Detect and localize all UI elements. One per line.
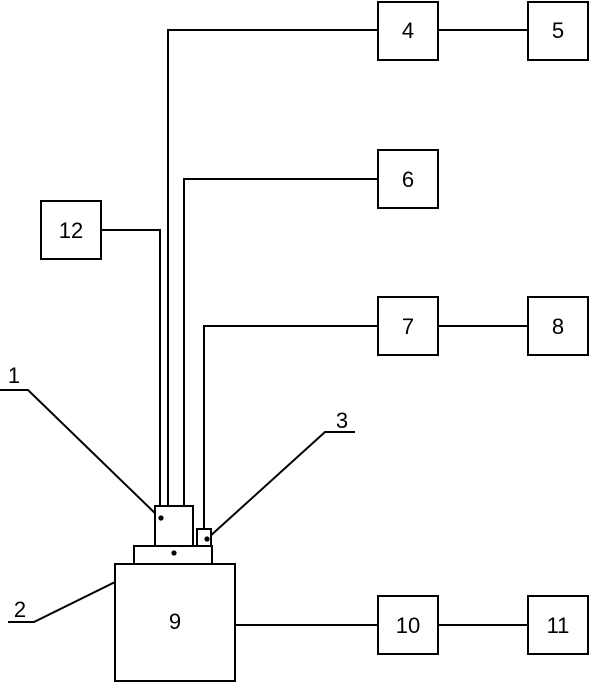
leader-3 (207, 431, 355, 539)
callout-2-label: 2 (14, 597, 26, 622)
component-1-sensor (154, 505, 194, 547)
block-12-label: 12 (59, 218, 83, 243)
wire-1-to-6 (183, 178, 378, 505)
block-10-label: 10 (396, 613, 420, 638)
wire-1-to-4 (167, 29, 378, 505)
block-7-label: 7 (402, 314, 414, 339)
wire-3-to-7 (203, 325, 378, 528)
block-6 (377, 149, 439, 209)
block-6-label: 6 (402, 167, 414, 192)
callout-3-label: 3 (336, 408, 348, 433)
block-9 (114, 563, 236, 682)
block-4 (377, 1, 439, 61)
block-9-label: 9 (169, 609, 181, 634)
wire-12-to-1 (101, 229, 161, 505)
marker-dot-3 (204, 536, 210, 542)
block-10 (377, 595, 439, 655)
block-7 (377, 296, 439, 356)
block-4-label: 4 (402, 18, 414, 43)
block-8 (527, 296, 589, 356)
marker-dot-2 (171, 550, 177, 556)
block-8-label: 8 (552, 314, 564, 339)
marker-dot-1 (158, 515, 164, 521)
block-12 (40, 200, 102, 260)
block-5-label: 5 (552, 18, 564, 43)
callout-1-label: 1 (8, 363, 20, 388)
block-11 (527, 595, 589, 655)
block-11-label: 11 (547, 613, 570, 638)
leader-1 (0, 389, 161, 519)
component-3-element (196, 528, 212, 547)
block-5 (527, 1, 589, 61)
